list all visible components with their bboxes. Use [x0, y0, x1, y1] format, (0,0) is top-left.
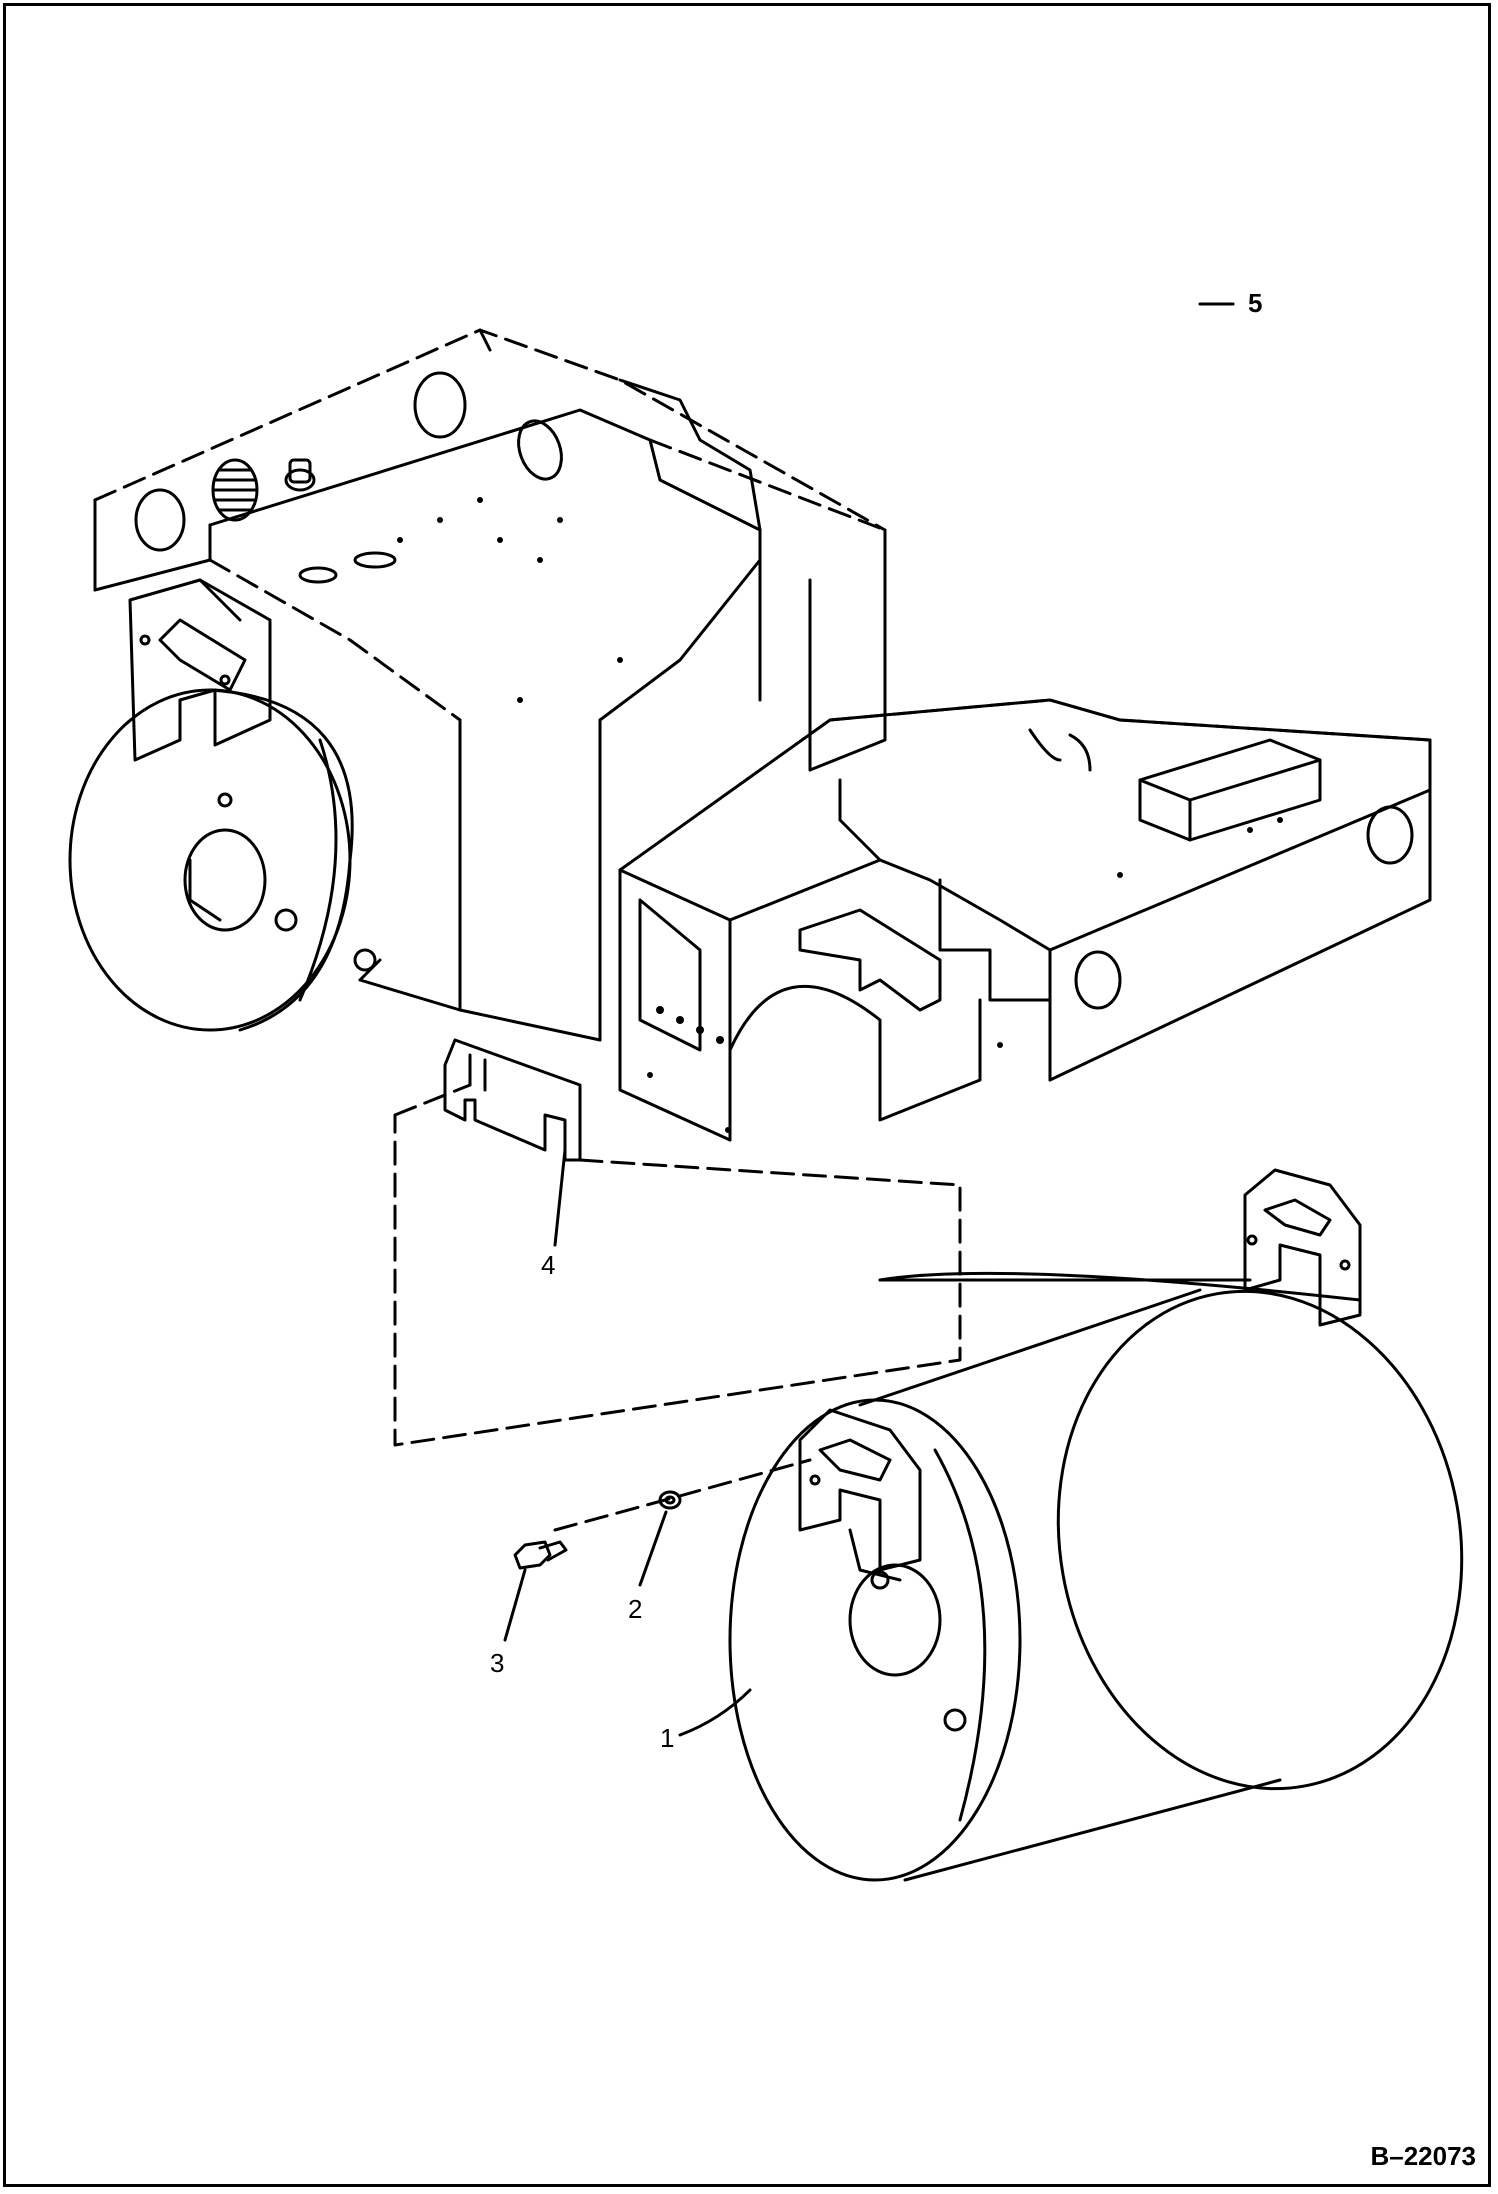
part-1-drum: [728, 1168, 1464, 1882]
leader-3: [503, 1568, 527, 1642]
assembly-axis: [553, 1458, 812, 1532]
leader-2: [638, 1510, 668, 1587]
explode-box-4: [393, 1083, 962, 1447]
callout-2: 2: [628, 1594, 643, 1624]
callout-3: 3: [490, 1648, 505, 1678]
rear-frame: [93, 328, 887, 1042]
front-frame: [618, 698, 1432, 1142]
callout-4: 4: [541, 1250, 556, 1280]
part-4-bracket-plate: [443, 1038, 582, 1162]
leader-4: [553, 1148, 567, 1247]
drawing-frame: [3, 3, 1491, 2187]
callout-5: 5: [1248, 288, 1263, 318]
figure-id: B–22073: [1370, 2141, 1476, 2171]
callout-1: 1: [660, 1723, 675, 1753]
leader-1: [678, 1688, 752, 1737]
left-drum-assembly: [68, 578, 377, 1032]
part-2-washer: [658, 1490, 682, 1510]
part-3-bolt: [513, 1540, 568, 1570]
